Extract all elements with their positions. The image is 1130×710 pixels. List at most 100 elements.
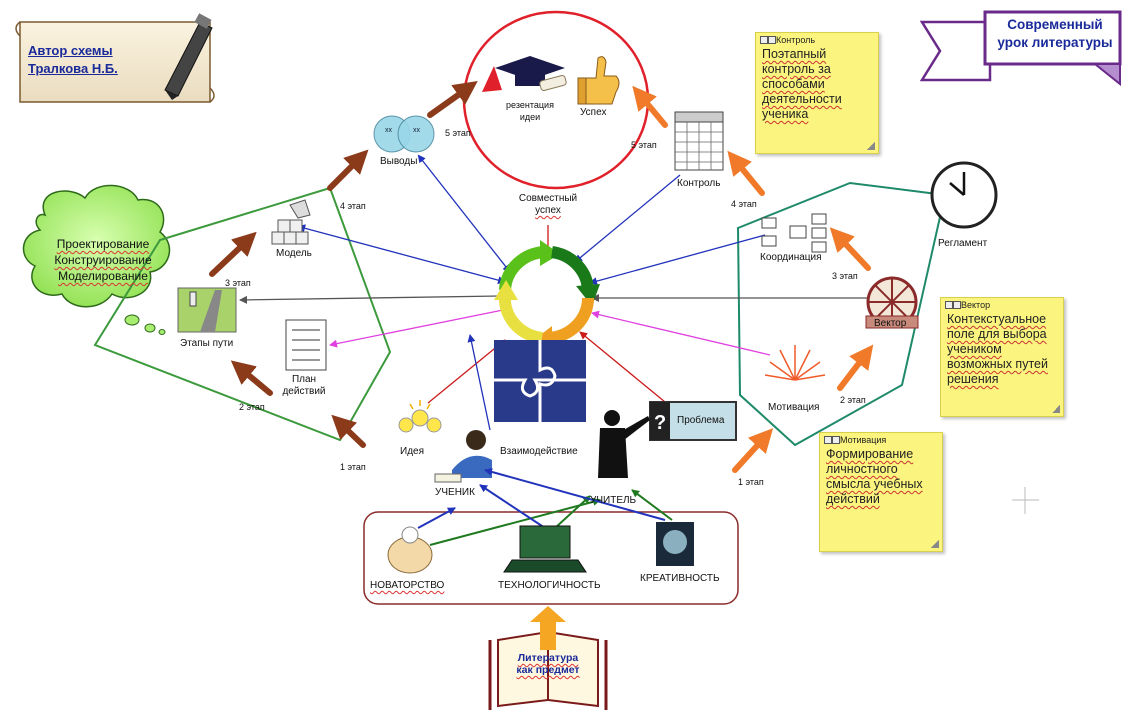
note-kontrol-bar: Контроль — [756, 33, 878, 47]
book-label: Литература как предмет — [508, 652, 588, 676]
node-vyvody: Выводы — [380, 156, 418, 167]
note-line: ученика — [762, 107, 809, 121]
note-vektor: Вектор Контекстуальное поле для выбора у… — [940, 297, 1064, 417]
banner-line-1: Современный — [1007, 17, 1103, 32]
note-line: способами — [762, 77, 825, 91]
node-ideya: Идея — [400, 446, 424, 457]
node-motivaciya: Мотивация — [768, 402, 820, 413]
calendar-icon — [674, 111, 724, 171]
right-green-frame — [736, 181, 947, 447]
cloud-text: Проектирование Конструирование Моделиров… — [46, 236, 160, 284]
node-kontrol: Контроль — [677, 178, 721, 189]
circle-arrow-head — [482, 66, 502, 92]
note-motivaciya: Мотивация Формирование личностного смысл… — [819, 432, 943, 552]
student-icon — [434, 430, 492, 483]
note-kontrol-title: Контроль — [776, 35, 816, 45]
resize-corner-icon — [867, 142, 875, 150]
stage-right-3: 3 этап — [832, 271, 858, 281]
stage-left-1: 1 этап — [340, 462, 366, 472]
road-icon — [177, 287, 237, 333]
note-line: поле для выбора — [947, 327, 1047, 341]
note-icon — [768, 36, 776, 44]
node-vzaimodeystvie: Взаимодействие — [500, 446, 578, 457]
node-uchenik: УЧЕНИК — [435, 487, 475, 498]
stage-right-2: 2 этап — [840, 395, 866, 405]
note-icon — [832, 436, 840, 444]
node-kreativnost: КРЕАТИВНОСТЬ — [640, 573, 720, 584]
note-kontrol-body: Поэтапный контроль за способами деятельн… — [756, 47, 878, 128]
note-icon — [760, 36, 768, 44]
idea-bulbs-icon — [398, 400, 442, 433]
connector-lines — [239, 154, 868, 431]
model-blocks-icon — [271, 199, 311, 245]
node-problema: Проблема — [677, 415, 725, 426]
puzzle-icon — [494, 340, 586, 422]
node-reglament: Регламент — [938, 238, 988, 249]
clock-icon — [930, 161, 998, 229]
note-line: учеником — [947, 342, 1002, 356]
compass-icon — [865, 276, 919, 329]
stage-left-3: 3 этап — [225, 278, 251, 288]
author-line-2: Тралкова Н.Б. — [28, 61, 118, 76]
node-model: Модель — [276, 248, 312, 259]
banner-title: Современный урок литературы — [993, 16, 1117, 52]
note-motivaciya-bar: Мотивация — [820, 433, 942, 447]
node-uchitel: УЧИТЕЛЬ — [590, 495, 637, 506]
venn-icon: xx xx — [373, 115, 435, 153]
book-up-arrow — [530, 606, 566, 650]
teacher-icon — [598, 410, 650, 478]
cloud-line-2: Конструирование — [54, 253, 152, 267]
node-prezentaciya: резентация идеи — [488, 99, 572, 123]
node-prezentaciya-line-2: идеи — [519, 112, 541, 122]
note-line: действий — [826, 492, 880, 506]
cycle-icon — [494, 240, 600, 350]
node-sovmestny-line-1: Совместный — [518, 193, 578, 204]
author-scroll — [15, 21, 215, 103]
author-line-1: Автор схемы — [28, 43, 113, 58]
node-sovmestny-uspeh: Совместный успех — [513, 193, 583, 217]
thumbs-up-icon — [577, 56, 620, 105]
svg-text:xx: xx — [413, 127, 421, 134]
node-prezentaciya-line-1: резентация — [506, 100, 554, 110]
resize-corner-icon — [931, 540, 939, 548]
note-line: деятельности — [762, 92, 842, 106]
stage-right-4: 4 этап — [731, 199, 757, 209]
node-koordinaciya: Координация — [760, 252, 822, 263]
cloud-line-3: Моделирование — [58, 269, 148, 283]
quality-connectors — [417, 468, 673, 546]
laptop-icon — [503, 525, 587, 573]
plus-mark — [1012, 487, 1039, 514]
creativity-icon — [656, 522, 694, 566]
note-motivaciya-title: Мотивация — [840, 435, 887, 445]
note-vektor-bar: Вектор — [941, 298, 1063, 312]
stage-right-1: 1 этап — [738, 477, 764, 487]
note-line: Формирование — [826, 447, 914, 461]
left-stage-arrows — [209, 81, 478, 448]
node-sovmestny-line-2: успех — [535, 205, 561, 216]
node-plan-line-2: действий — [282, 386, 326, 397]
note-icon — [953, 301, 961, 309]
note-line: Поэтапный — [762, 47, 827, 61]
author-label: Автор схемы Тралкова Н.Б. — [28, 42, 118, 78]
node-etapy-puti: Этапы пути — [180, 338, 234, 349]
note-vektor-title: Вектор — [961, 300, 991, 310]
problem-box: ? — [649, 401, 737, 441]
note-vektor-body: Контекстуальное поле для выбора учеником… — [941, 312, 1063, 393]
checklist-icon — [285, 319, 327, 371]
banner-ribbon — [919, 10, 1122, 87]
note-line: решения — [947, 372, 999, 386]
note-line: контроль за — [762, 62, 831, 76]
note-line: личностного — [826, 462, 898, 476]
note-icon — [945, 301, 953, 309]
stage-left-5: 5 этап — [445, 128, 471, 138]
resize-corner-icon — [1052, 405, 1060, 413]
right-stage-arrows — [632, 85, 874, 473]
book-line-2: как предмет — [516, 664, 580, 676]
node-novatorstvo-text: НОВАТОРСТВО — [370, 580, 445, 591]
fireworks-icon — [764, 345, 826, 381]
book-line-1: Литература — [517, 652, 579, 664]
stage-right-5: 5 этап — [631, 140, 657, 150]
graduation-cap-icon — [495, 56, 567, 92]
svg-text:xx: xx — [385, 127, 393, 134]
